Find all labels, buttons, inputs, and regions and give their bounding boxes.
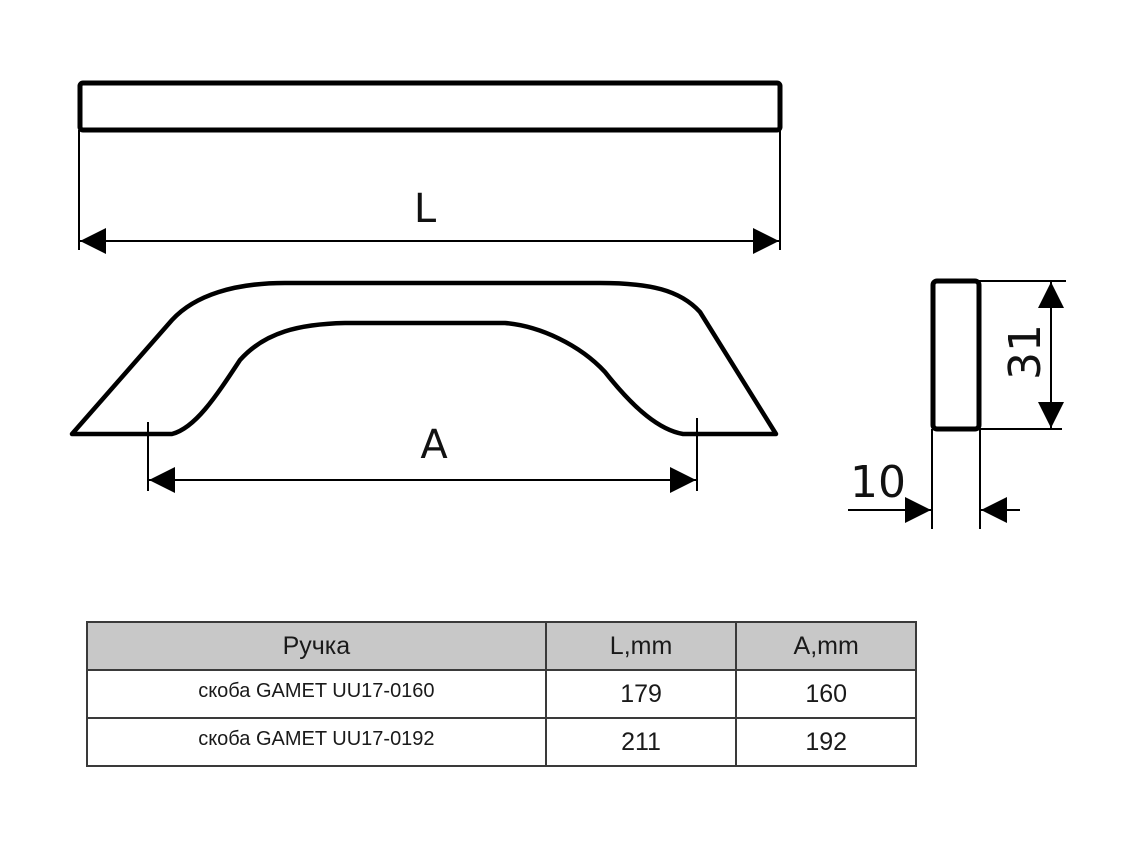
row-name: скоба GAMET UU17-0160 [86, 669, 547, 719]
row-A: 160 [735, 669, 917, 719]
end-view: 31 10 [848, 278, 1066, 529]
table-row: скоба GAMET UU17-0160 179 160 [86, 669, 917, 719]
dimension-label-L: L [414, 186, 437, 232]
header-handle: Ручка [86, 621, 547, 671]
header-A: A,mm [735, 621, 917, 671]
dimension-label-31: 31 [1000, 324, 1051, 380]
side-view: A [69, 280, 779, 493]
handle-profile-outline [69, 280, 779, 437]
handle-cross-section [930, 278, 982, 432]
row-L: 179 [544, 669, 738, 719]
row-L: 211 [544, 717, 738, 767]
table-header-row: Ручка L,mm A,mm [86, 621, 917, 671]
row-name: скоба GAMET UU17-0192 [86, 717, 547, 767]
table-row: скоба GAMET UU17-0192 211 192 [86, 717, 917, 767]
spec-table: Ручка L,mm A,mm скоба GAMET UU17-0160 17… [86, 621, 917, 767]
dimension-label-10: 10 [850, 457, 906, 508]
top-view: L [77, 80, 783, 254]
header-L: L,mm [544, 621, 738, 671]
row-A: 192 [735, 717, 917, 767]
dimension-label-A: A [420, 422, 448, 468]
handle-top-outline [77, 80, 783, 133]
